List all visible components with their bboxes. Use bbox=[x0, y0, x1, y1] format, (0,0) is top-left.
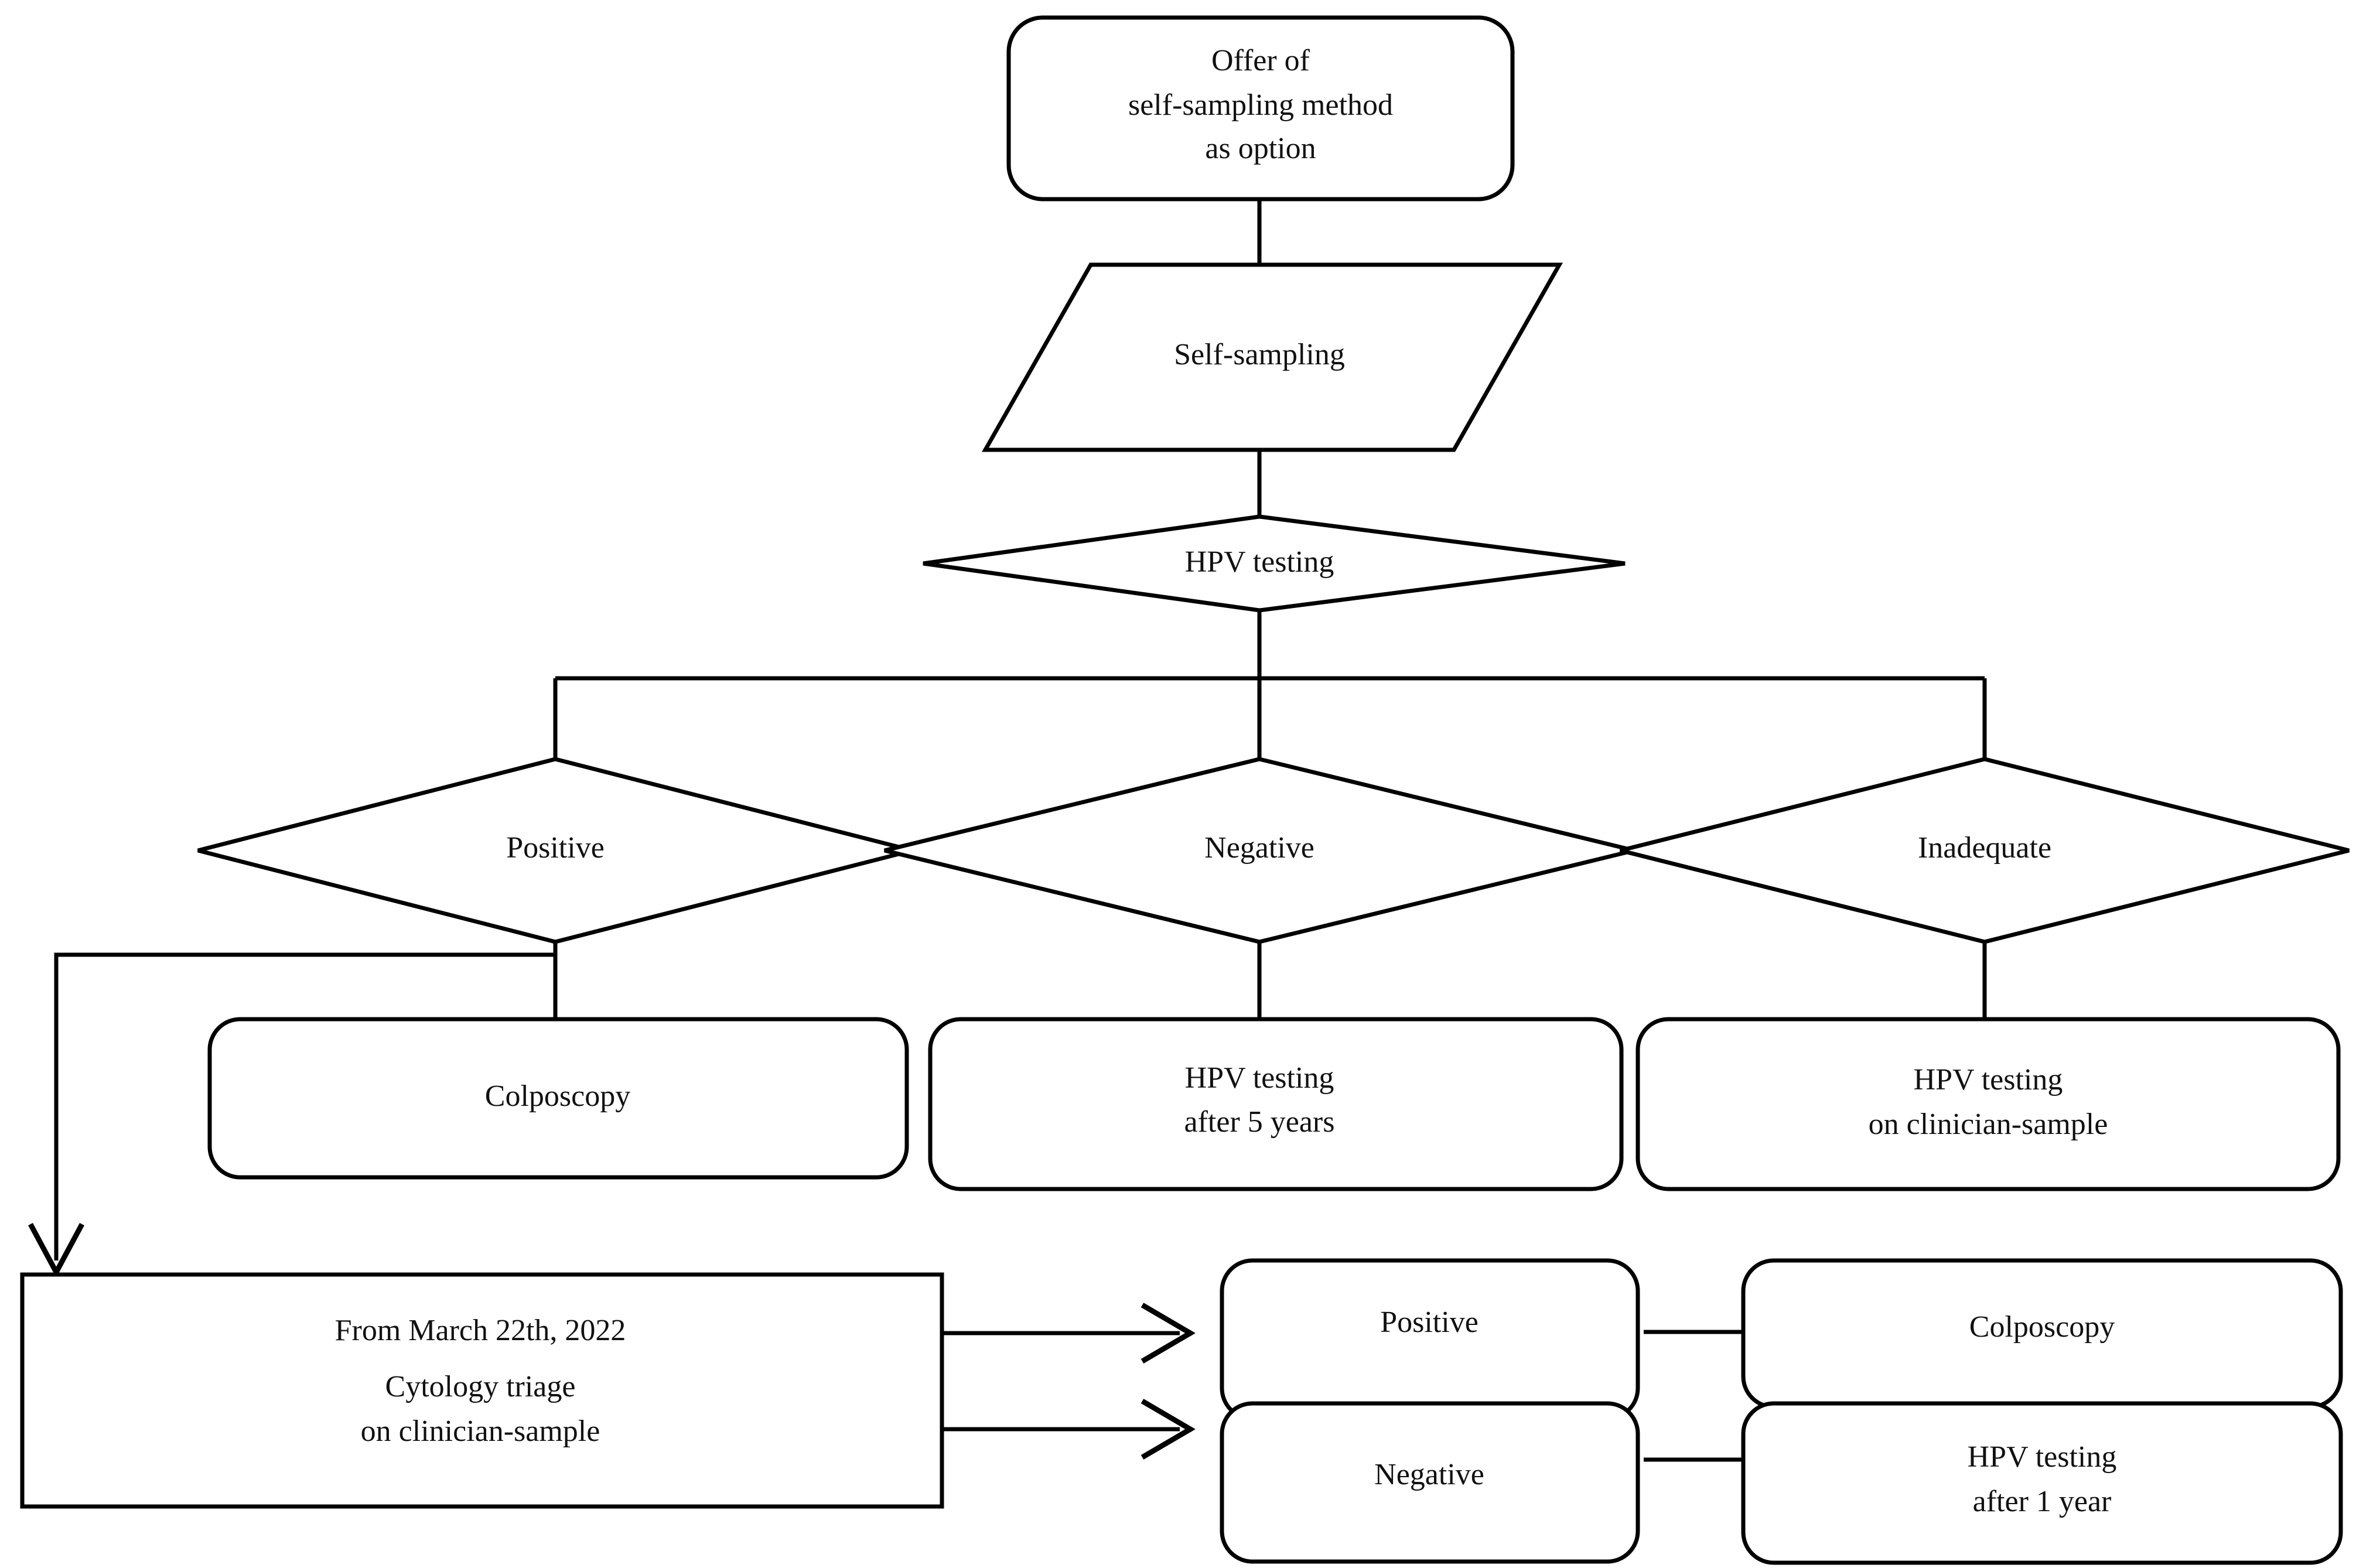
hpv-after-1-year-node-line-2: after 1 year bbox=[1973, 1485, 2112, 1518]
node-hpv-on-clinician-sample[interactable]: HPV testing on clinician-sample bbox=[1635, 1017, 2341, 1191]
node-hpv-testing[interactable]: HPV testing bbox=[923, 514, 1626, 613]
hpv-after-5-years-node-line-1: HPV testing bbox=[1185, 1061, 1334, 1095]
result-inadequate-node-label: Inadequate bbox=[1918, 831, 2051, 865]
node-cyto-negative[interactable]: Negative bbox=[1220, 1401, 1640, 1564]
hpv-on-clinician-sample-node-shape bbox=[1635, 1017, 2341, 1191]
cytology-triage-node-line-3: on clinician-sample bbox=[361, 1415, 600, 1448]
hpv-after-5-years-node-shape bbox=[928, 1017, 1624, 1191]
self-sampling-node-label: Self-sampling bbox=[1174, 338, 1345, 371]
hpv-after-5-years-node-line-2: after 5 years bbox=[1184, 1105, 1335, 1139]
node-cytology-triage[interactable]: From March 22th, 2022 Cytology triage on… bbox=[20, 1272, 944, 1509]
result-positive-node-shape bbox=[197, 757, 913, 944]
hpv-after-1-year-node-line-1: HPV testing bbox=[1968, 1440, 2117, 1474]
result-negative-node-label: Negative bbox=[1204, 831, 1314, 865]
cyto-colposcopy-node-label: Colposcopy bbox=[1969, 1310, 2115, 1344]
node-colposcopy[interactable]: Colposcopy bbox=[207, 1017, 909, 1180]
hpv-after-1-year-node-shape bbox=[1741, 1401, 2343, 1565]
cytology-triage-node-line-1: From March 22th, 2022 bbox=[335, 1314, 626, 1347]
hpv-testing-node-label: HPV testing bbox=[1185, 545, 1334, 579]
edge-positive-to-cytology-triage bbox=[54, 952, 555, 1260]
node-result-negative[interactable]: Negative bbox=[884, 757, 1635, 944]
cytology-triage-node-shape bbox=[20, 1272, 944, 1509]
offer-node-line-3: as option bbox=[1205, 132, 1316, 165]
node-result-inadequate[interactable]: Inadequate bbox=[1620, 757, 2350, 944]
self-sampling-node-shape bbox=[981, 262, 1563, 452]
arrowhead-right-to-cyto-negative bbox=[1141, 1399, 1196, 1460]
colposcopy-node-label: Colposcopy bbox=[485, 1080, 630, 1113]
offer-node-line-1: Offer of bbox=[1211, 44, 1310, 77]
arrowhead-down-to-cytology-triage bbox=[28, 1222, 84, 1278]
cyto-negative-node-shape bbox=[1220, 1401, 1640, 1564]
colposcopy-node-shape bbox=[207, 1017, 909, 1180]
node-hpv-after-5-years[interactable]: HPV testing after 5 years bbox=[928, 1017, 1624, 1191]
result-negative-node-shape bbox=[884, 757, 1635, 944]
offer-node-shape bbox=[1006, 15, 1515, 201]
cyto-negative-node-label: Negative bbox=[1374, 1458, 1484, 1491]
node-result-positive[interactable]: Positive bbox=[197, 757, 913, 944]
cytology-triage-node-line-2: Cytology triage bbox=[385, 1370, 576, 1403]
arrowhead-right-to-cyto-positive bbox=[1141, 1303, 1196, 1364]
hpv-on-clinician-sample-node-line-1: HPV testing bbox=[1914, 1063, 2063, 1096]
hpv-on-clinician-sample-node-line-2: on clinician-sample bbox=[1869, 1108, 2108, 1141]
node-cyto-colposcopy[interactable]: Colposcopy bbox=[1741, 1258, 2343, 1409]
hpv-testing-node-shape bbox=[923, 514, 1626, 613]
cyto-positive-node-label: Positive bbox=[1380, 1306, 1479, 1339]
node-self-sampling[interactable]: Self-sampling bbox=[981, 262, 1563, 452]
result-positive-node-label: Positive bbox=[506, 831, 605, 865]
node-cyto-positive[interactable]: Positive bbox=[1220, 1258, 1640, 1421]
node-offer-self-sampling[interactable]: Offer of self-sampling method as option bbox=[1006, 15, 1515, 201]
result-inadequate-node-shape bbox=[1620, 757, 2350, 944]
node-hpv-after-1-year[interactable]: HPV testing after 1 year bbox=[1741, 1401, 2343, 1565]
cyto-positive-node-shape bbox=[1220, 1258, 1640, 1421]
offer-node-line-2: self-sampling method bbox=[1128, 88, 1393, 122]
